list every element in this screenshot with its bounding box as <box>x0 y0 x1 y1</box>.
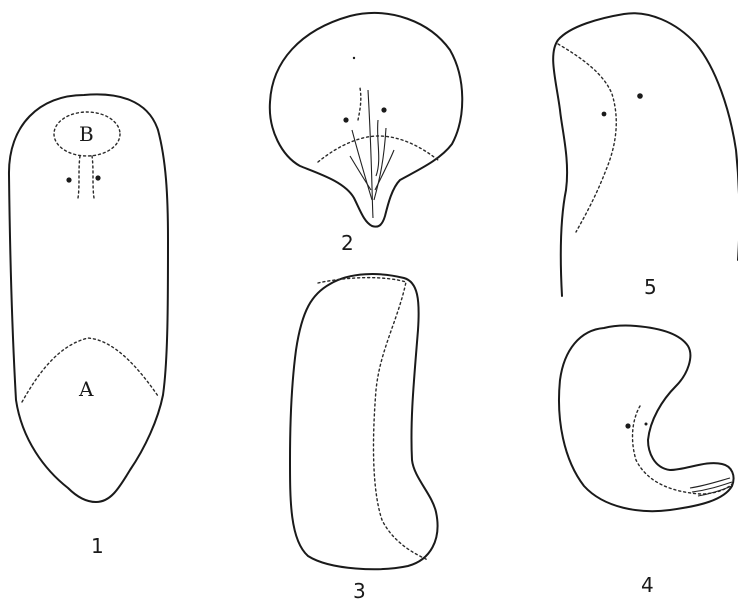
figure-4-spot-right <box>645 423 648 426</box>
figure-5 <box>553 13 738 296</box>
figure-1-stalk-left <box>78 156 80 198</box>
region-a-label: A <box>78 377 94 401</box>
figure-5-outline <box>553 13 738 296</box>
figure-3-number: 3 <box>353 579 366 600</box>
figure-1-stalk-right <box>92 156 94 198</box>
figure-5-number: 5 <box>644 275 657 299</box>
figure-1-spot-right <box>95 175 100 180</box>
figure-1-spot-left <box>66 177 71 182</box>
figure-4 <box>559 326 734 512</box>
figure-1-number: 1 <box>91 534 104 558</box>
figure-2-vein-main <box>368 90 373 218</box>
figure-4-number: 4 <box>641 573 654 597</box>
figure-2-outline <box>270 13 462 227</box>
figure-1: B A <box>9 94 168 502</box>
figure-2-vein-dotted <box>358 88 361 120</box>
region-b-label: B <box>79 122 94 146</box>
figure-2-dot-top <box>353 57 355 59</box>
figure-4-veins-1 <box>690 478 730 488</box>
figure-4-spot-left <box>625 423 630 428</box>
figure-2-number: 2 <box>341 231 354 255</box>
figure-4-outline <box>559 326 734 512</box>
figure-2-vein-5 <box>376 120 379 176</box>
figure-2-spot-left <box>343 117 348 122</box>
figure-2 <box>270 13 462 227</box>
figure-4-inner-line <box>633 406 732 494</box>
figure-2-spot-right <box>381 107 386 112</box>
figure-5-spot-right <box>637 93 643 99</box>
figure-3 <box>290 274 438 569</box>
figure-3-outline <box>290 274 438 569</box>
figure-5-inner-line <box>558 44 616 232</box>
figure-5-spot-left <box>602 112 607 117</box>
